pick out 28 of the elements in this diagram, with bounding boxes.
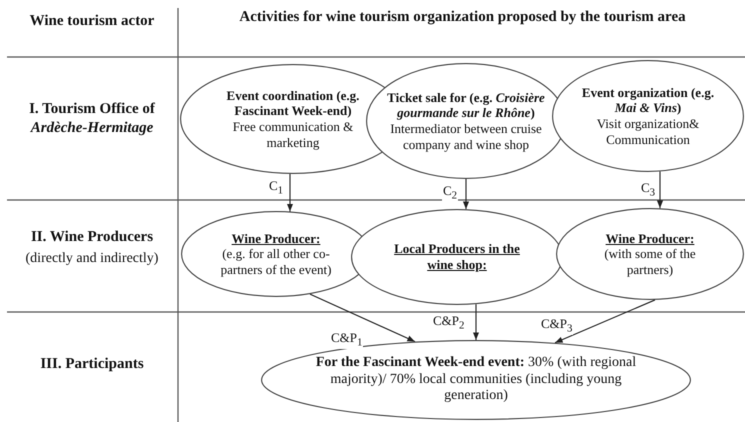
edge-label: C$_{3}$ bbox=[640, 180, 656, 199]
node-text: Intermediator between cruise company and wine shop bbox=[389, 121, 543, 152]
arrow bbox=[472, 304, 480, 340]
node-heading: Event coordination (e.g. Fascinant Week-end) bbox=[226, 88, 360, 119]
column-header: Wine tourism actor bbox=[28, 12, 156, 31]
node-heading: Wine Producer: bbox=[606, 230, 694, 246]
arrow bbox=[310, 294, 416, 342]
row-header: III. Participants bbox=[39, 355, 145, 374]
node-text: Free communication & marketing bbox=[232, 119, 354, 150]
node-text: For the Fascinant Week-end event: 30% (with regional majority)/ 70% local communities (including young generation) bbox=[314, 354, 638, 406]
edge-label: C&P$_{3}$ bbox=[540, 316, 574, 335]
arrow bbox=[462, 179, 470, 210]
row-header: (directly and indirectly) bbox=[24, 250, 160, 268]
edge-label: C$_{2}$ bbox=[442, 183, 458, 202]
node-heading: Event organization (e.g. Mai & Vins) bbox=[580, 84, 716, 116]
arrow bbox=[286, 174, 294, 212]
column-header: Activities for wine tourism organization proposed by the tourism area bbox=[238, 8, 687, 27]
node-text: (e.g. for all other co-partners of the event) bbox=[220, 246, 332, 278]
row-header: I. Tourism Office of Ardèche-Hermitage bbox=[28, 100, 156, 138]
row-header: II. Wine Producers bbox=[30, 228, 154, 247]
node-heading: Ticket sale for (e.g. Croisière gourmande sur le Rhône) bbox=[386, 90, 546, 121]
node-text: (with some of the partners) bbox=[603, 246, 697, 278]
node-text: Visit organization& Communication bbox=[596, 116, 700, 148]
arrow bbox=[656, 172, 664, 208]
node-heading: Wine Producer: bbox=[232, 230, 320, 246]
edge-label: C&P$_{1}$ bbox=[330, 330, 364, 349]
arrow bbox=[554, 299, 656, 344]
node-text: Local Producers in the wine shop: bbox=[393, 241, 521, 273]
